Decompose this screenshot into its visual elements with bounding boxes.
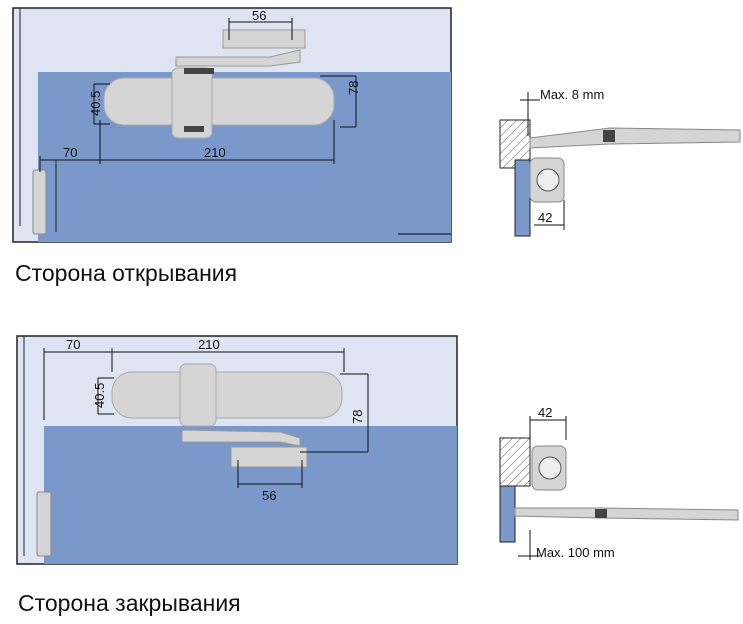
top-dimensions <box>39 18 357 172</box>
arm-2 <box>181 429 301 447</box>
dim-78-b: 78 <box>350 410 365 424</box>
side-arm <box>529 127 741 149</box>
bottom-dimensions <box>43 348 369 488</box>
dim-70: 70 <box>63 145 77 160</box>
dim-56: 56 <box>252 8 266 23</box>
dim-56-b: 56 <box>262 488 276 503</box>
arm <box>175 49 301 67</box>
dim-210-b: 210 <box>198 337 220 352</box>
door-section-2 <box>499 485 516 543</box>
dim-210: 210 <box>204 145 226 160</box>
caption-opening-side: Сторона открывания <box>15 260 237 286</box>
side-max-100: Max. 100 mm <box>536 545 615 560</box>
side-dim-42: 42 <box>538 210 552 225</box>
caption-closing-side: Сторона закрывания <box>18 590 241 616</box>
side-arm-2 <box>514 507 739 521</box>
dim-40-5-b: 40.5 <box>92 383 107 408</box>
closer-body <box>103 77 335 126</box>
closer-body-2 <box>111 371 343 419</box>
dim-40-5: 40.5 <box>88 91 103 116</box>
bottom-side-view: 42 Max. 100 mm <box>499 405 739 560</box>
hinge-2 <box>36 491 52 557</box>
dim-70-b: 70 <box>66 337 80 352</box>
top-front-view: 56 78 40.5 70 210 <box>12 7 452 243</box>
arm-bracket <box>222 29 306 49</box>
side-max-8: Max. 8 mm <box>540 87 604 102</box>
arm-bracket-2 <box>230 446 308 468</box>
frame-section-2 <box>499 437 531 487</box>
hinge <box>32 169 47 235</box>
side-dim-42-b: 42 <box>538 405 552 420</box>
door-section <box>514 159 531 237</box>
dim-78: 78 <box>346 81 361 95</box>
bottom-front-view: 70 210 40.5 78 56 <box>16 335 458 565</box>
top-side-view: Max. 8 mm 42 <box>499 87 741 237</box>
